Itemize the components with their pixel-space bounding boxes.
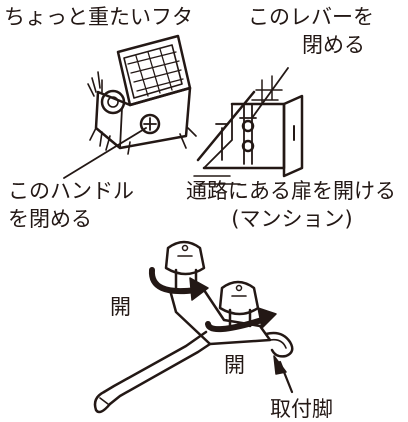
label-door-line1: 通路にある扉を開ける [186, 179, 396, 203]
handle-pointer-line [63, 127, 147, 179]
label-lever-line2: 閉める [302, 33, 365, 57]
label-open-bottom: 開 [224, 353, 245, 377]
arrow-head-bottom [257, 307, 277, 329]
mount-leg-pointer-head [273, 355, 287, 375]
label-handle-line1: このハンドル [8, 179, 134, 203]
label-lid: ちょっと重たいフタ [4, 5, 193, 29]
lever-pointer-line [251, 67, 289, 119]
meter-box-lid-drawing [87, 34, 197, 155]
label-handle-line2: を閉める [8, 207, 92, 231]
label-door-line2: (マンション) [231, 207, 353, 231]
rotation-arrows [148, 267, 265, 333]
label-open-top: 開 [110, 295, 131, 319]
arrow-head-top [189, 277, 209, 301]
label-lever-line1: このレバーを [248, 5, 374, 29]
utility-cabinet-drawing [193, 75, 304, 185]
label-mount-leg: 取付脚 [270, 397, 333, 421]
